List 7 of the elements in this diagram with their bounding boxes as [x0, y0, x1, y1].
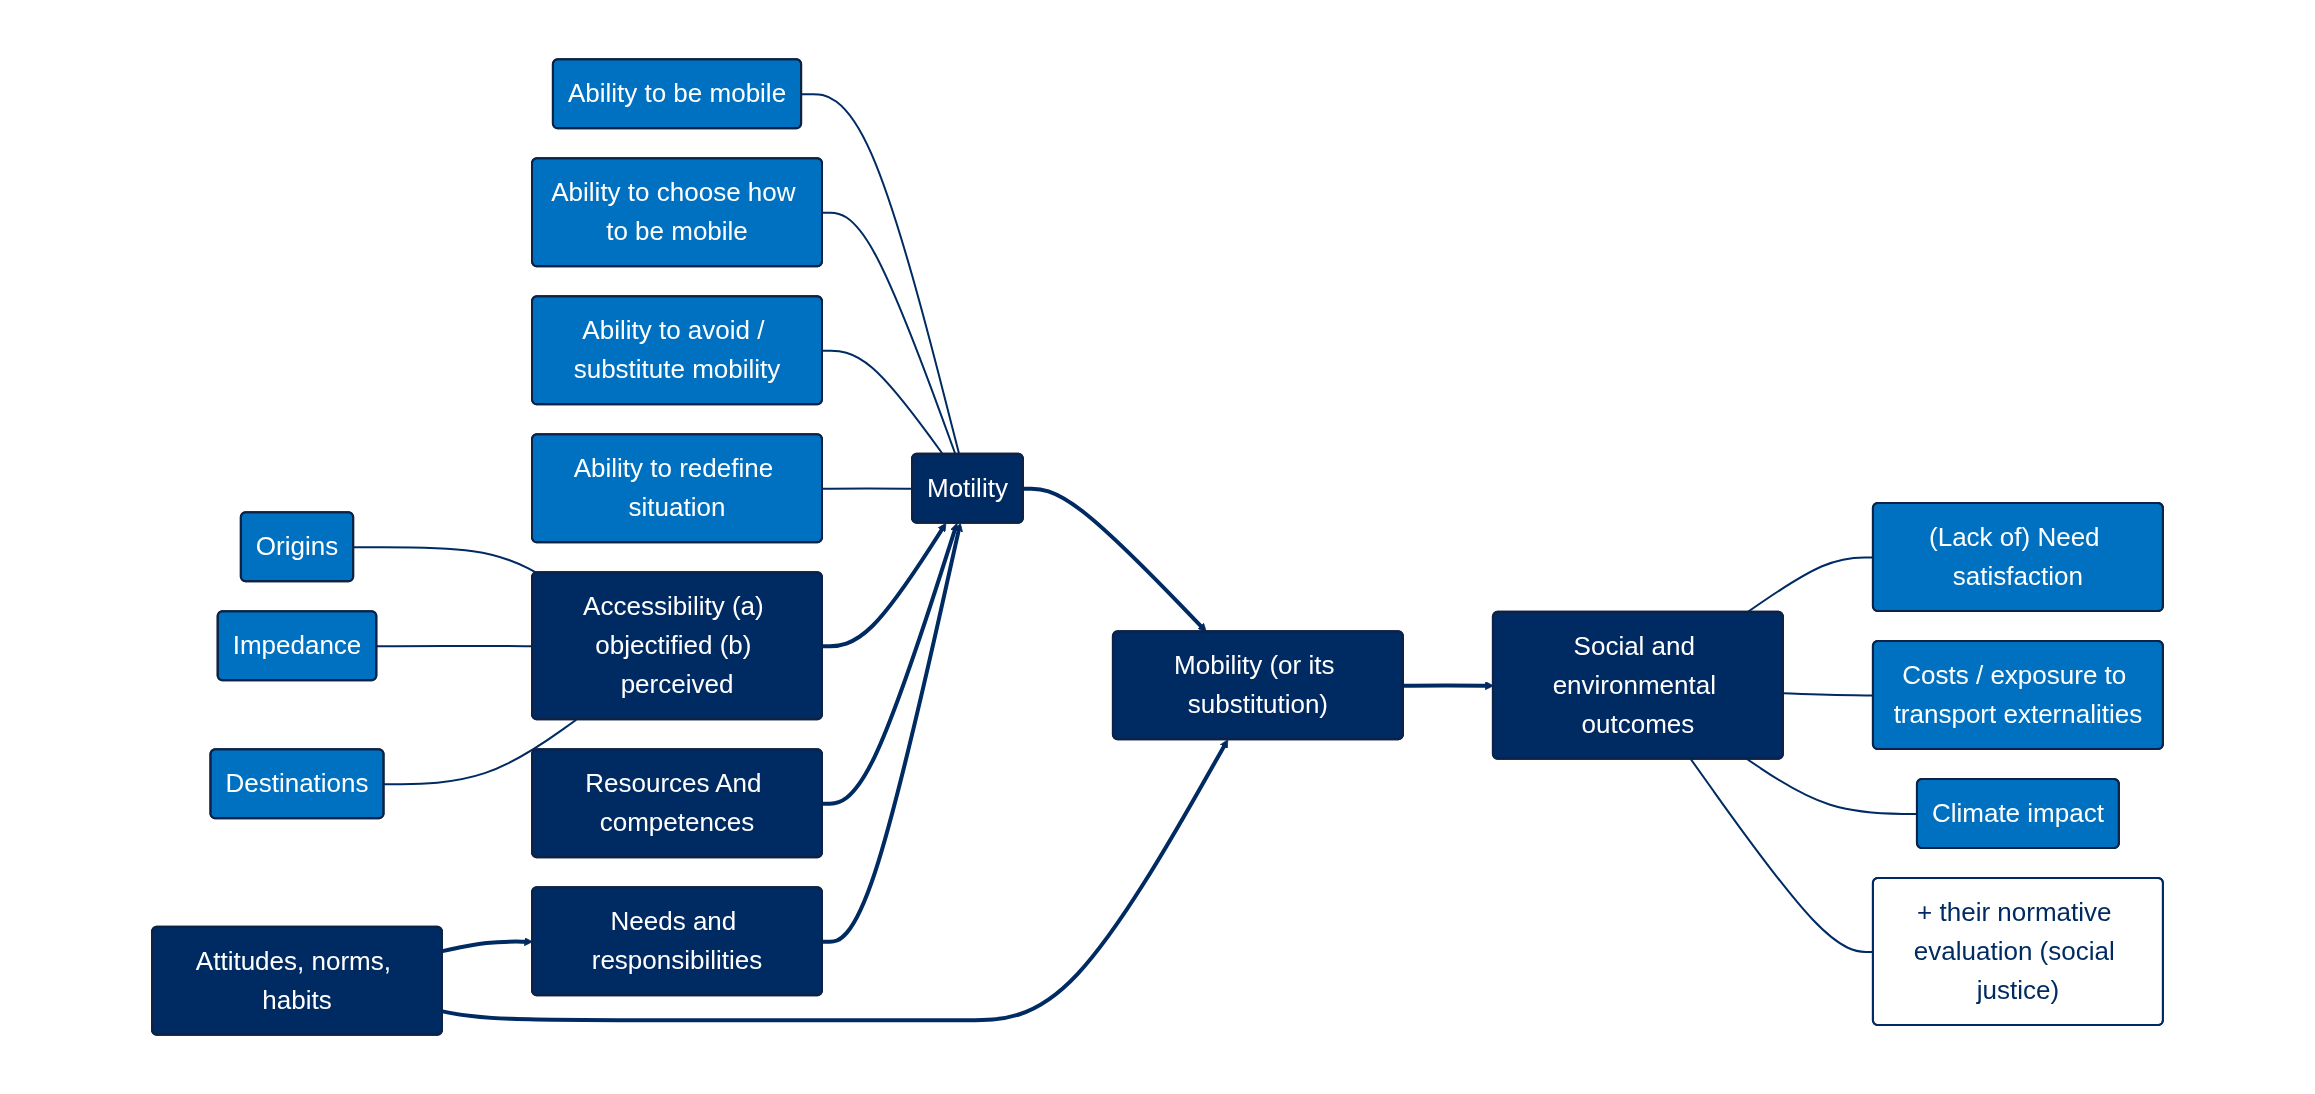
arrow [1023, 486, 1207, 633]
arrow [442, 937, 533, 954]
arrow [822, 522, 963, 944]
arrow [442, 739, 1229, 1023]
arrow [822, 522, 959, 806]
connector [383, 718, 578, 786]
arrow [822, 522, 947, 649]
